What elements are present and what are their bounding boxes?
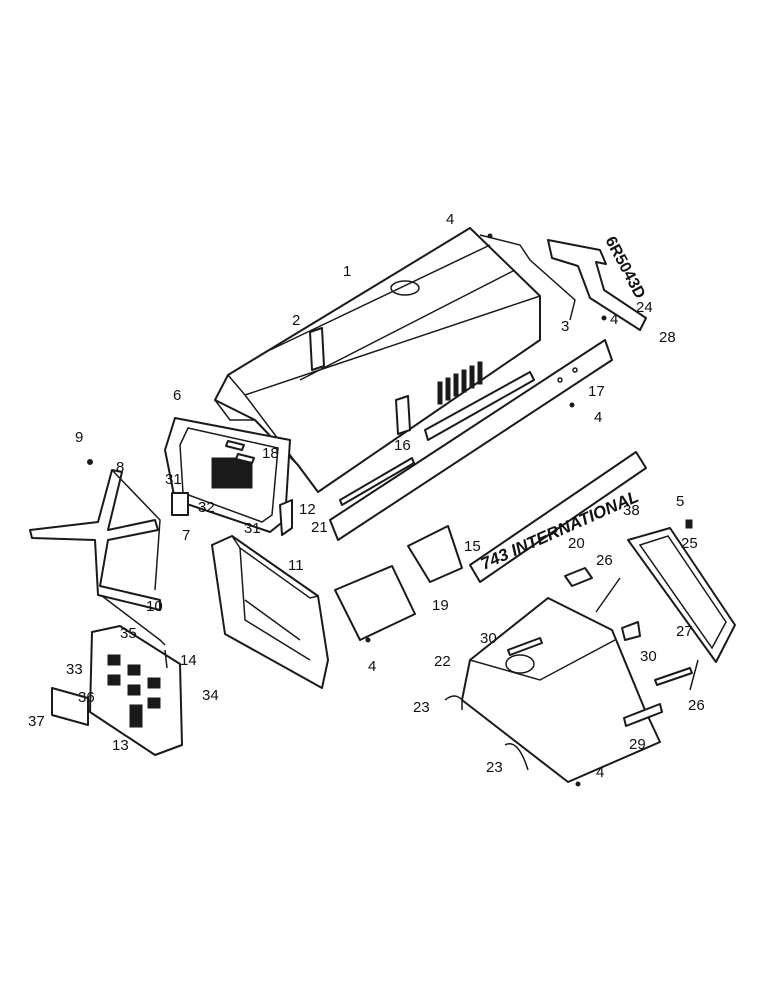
support-bracket-part [547,239,647,331]
rear-hood-part [461,597,661,783]
grille-part [89,625,183,756]
callout-label: 33 [66,661,83,678]
cover-plate-part [51,687,89,726]
callout-label: 14 [180,652,197,669]
callout-label: 4 [594,409,602,426]
hood-side-strip-part [339,457,415,506]
callout-label: 24 [636,299,653,316]
callout-label: 23 [486,759,503,776]
callout-label: 19 [432,597,449,614]
strip-part [654,667,693,686]
callout-label: 26 [596,552,613,569]
callout-label: 23 [413,699,430,716]
callout-label: 4 [446,211,454,228]
callout-label: 4 [610,311,618,328]
callout-label: 4 [596,764,604,781]
callout-label: 30 [640,648,657,665]
callout-label: 4 [368,658,376,675]
hood-handle-part [309,327,325,371]
mount-plate-part [407,525,463,583]
callout-label: 32 [198,499,215,516]
callout-label: 31 [244,520,261,537]
callout-label: 6 [173,387,181,404]
small-bracket-part [279,499,293,536]
callout-label: 16 [394,437,411,454]
bolt-part [487,233,493,239]
grille-housing-part [211,535,329,689]
callout-label: 15 [464,538,481,555]
hood-trim-part [424,371,535,441]
plug-part [685,519,693,529]
hood-part [214,227,541,493]
callout-label: 26 [688,697,705,714]
clip-part [235,453,255,464]
callout-label: 8 [116,459,124,476]
part-stamp-text: 6R5043D [601,234,648,302]
callout-label: 7 [182,527,190,544]
callout-label: 11 [288,557,304,574]
callout-label: 36 [78,689,95,706]
callout-label: 25 [681,535,698,552]
rod-part [101,595,166,646]
trim-part [444,695,463,710]
callout-label: 10 [146,598,163,615]
callout-label: 1 [343,263,351,280]
callout-label: 18 [262,445,279,462]
callout-label: 38 [623,502,640,519]
callout-label: 34 [202,687,219,704]
callout-label: 9 [75,429,83,446]
callout-label: 31 [165,471,182,488]
hood-latch-part [479,234,576,321]
bolt-part [601,315,607,321]
callout-label: 20 [568,535,585,552]
callout-label: 37 [28,713,45,730]
callout-label: 5 [676,493,684,510]
front-frame-part [29,469,161,611]
side-plate-part [334,565,416,641]
callout-label: 13 [112,737,129,754]
callout-label: 12 [299,501,316,518]
strip-part [507,637,543,656]
bolt-part [575,781,581,787]
callout-label: 3 [561,318,569,335]
callout-label: 28 [659,329,676,346]
side-rail-part [329,339,613,541]
hood-handle-part [395,395,411,435]
step-strip-part [623,703,663,727]
decal-text: 743 INTERNATIONAL [478,487,642,574]
lamp-block-part [171,492,189,516]
callout-label: 17 [588,383,605,400]
bolt-part [365,637,371,643]
callout-label: 22 [434,653,451,670]
rod-part [689,659,699,691]
callout-label: 35 [120,625,137,642]
callout-label: 29 [629,736,646,753]
callout-label: 21 [311,519,328,536]
rear-panel-part [627,527,736,663]
pin-part [164,649,168,669]
callout-label: 27 [676,623,693,640]
bolt-part [569,402,575,408]
rod-part [595,577,621,613]
small-panel-part [564,567,593,587]
decal-part: 743 INTERNATIONAL [469,451,647,583]
trim-part [504,743,529,771]
hood-louvers [437,361,483,405]
callout-label: 2 [292,312,300,329]
bolt-part [87,459,93,465]
clip-part [225,440,245,451]
clip-part [621,621,641,641]
callout-label: 30 [480,630,497,647]
